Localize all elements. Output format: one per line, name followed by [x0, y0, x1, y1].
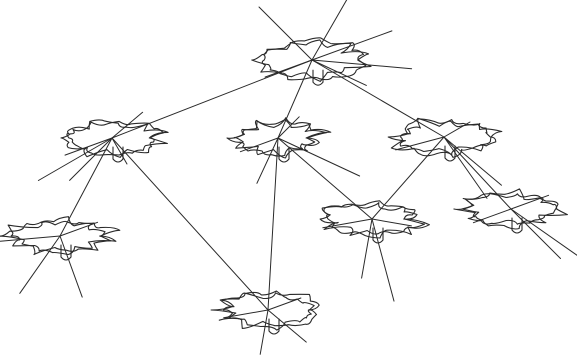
- node-outline: [61, 121, 167, 155]
- node-outline: [462, 189, 558, 224]
- edge-hub-top-to-node-upper-left: [112, 60, 312, 138]
- spike-ray: [396, 137, 444, 150]
- edges-layer: [60, 60, 511, 310]
- node-node-mid-left: [0, 217, 120, 297]
- node-node-mid-right-b: [454, 189, 577, 259]
- spike-ray: [278, 138, 360, 176]
- spike-ray: [511, 209, 561, 259]
- spike-ray: [372, 219, 411, 226]
- node-node-bottom: [211, 291, 319, 354]
- edge-node-upper-left-to-node-bottom: [112, 138, 268, 310]
- spike-ray: [268, 310, 306, 342]
- node-node-upper-center: [227, 117, 360, 184]
- node-outline: [0, 217, 116, 255]
- edge-node-upper-center-to-node-bottom: [268, 138, 278, 310]
- node-stem: [512, 218, 522, 233]
- spike-ray: [265, 60, 312, 77]
- node-node-upper-right: [388, 118, 502, 198]
- node-node-upper-left: [38, 112, 168, 180]
- node-outline: [234, 120, 331, 158]
- spike-ray: [260, 310, 268, 354]
- spike-ray: [362, 219, 372, 278]
- node-hub-top: [252, 0, 412, 85]
